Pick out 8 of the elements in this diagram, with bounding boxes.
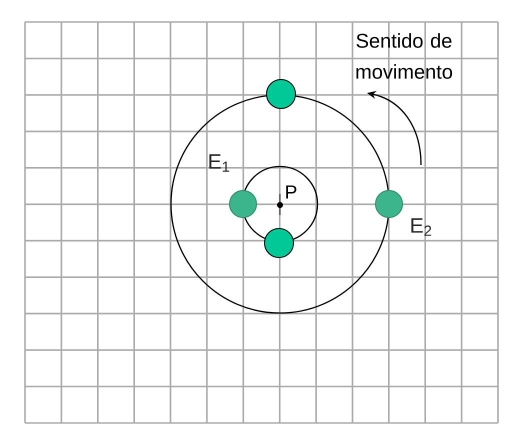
ball [264,228,294,258]
ball [375,190,403,218]
ball [229,190,257,218]
point-label: P [286,185,296,199]
direction-text: Sentido de movimento [356,33,452,79]
ball [266,79,296,109]
ball-label: E$_{1}$ [209,154,230,172]
ball-label: E$_{2}$ [411,218,432,236]
